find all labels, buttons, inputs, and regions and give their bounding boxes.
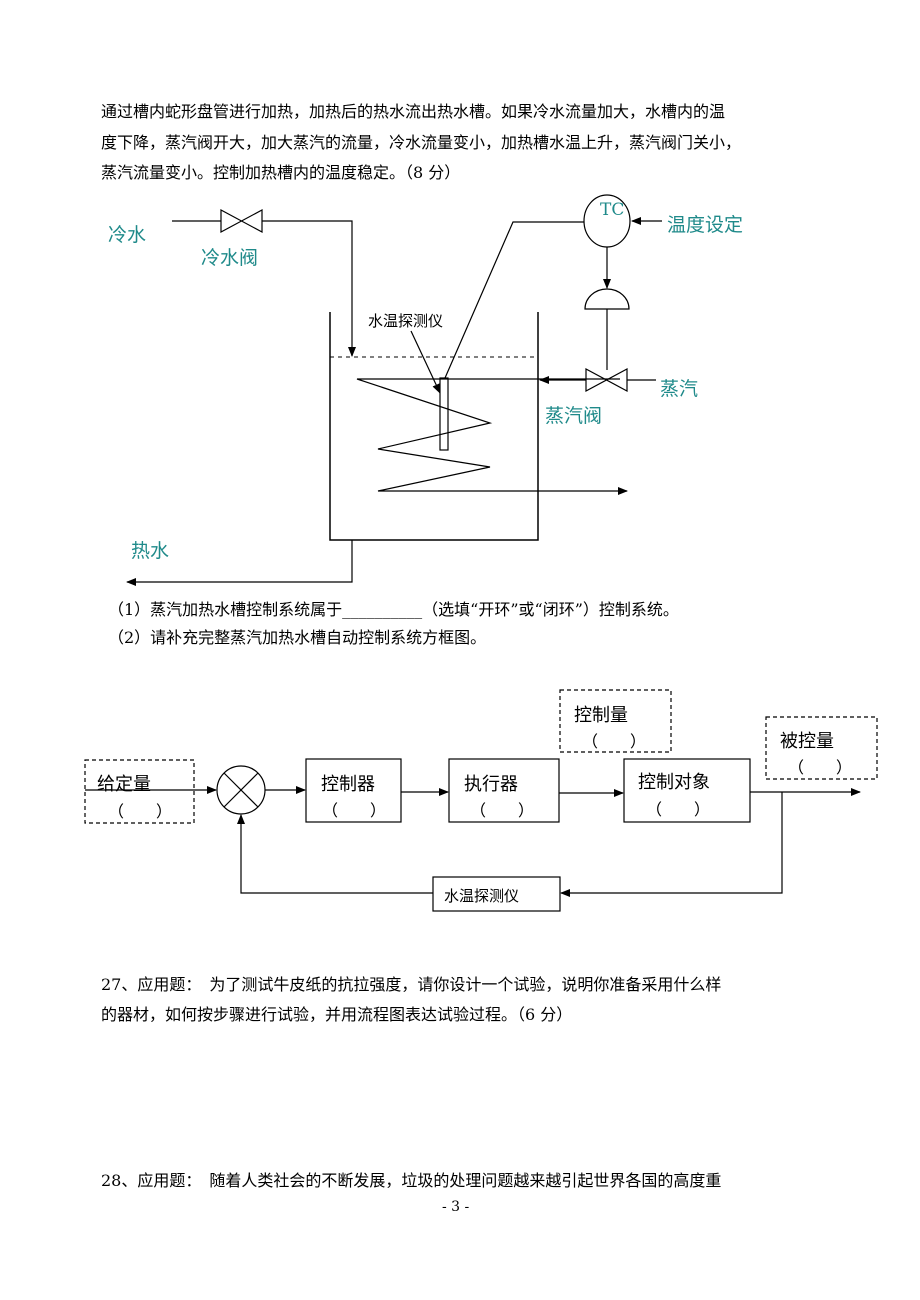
probe-label: 水温探测仪 xyxy=(368,312,444,330)
tc-label: TC xyxy=(600,200,625,220)
intro-line-1: 通过槽内蛇形盘管进行加热，加热后的热水流出热水槽。如果冷水流量加大，水槽内的温 xyxy=(101,102,726,121)
intro-line-2: 度下降，蒸汽阀开大，加大蒸汽的流量，冷水流量变小，加热槽水温上升，蒸汽阀门关小， xyxy=(101,133,742,152)
question-27-line-2: 的器材，如何按步骤进行试验，并用流程图表达试验过程。（6 分） xyxy=(101,1005,573,1024)
tank xyxy=(329,312,539,541)
probe-rod xyxy=(439,377,449,451)
control-quantity-label: 控制量 xyxy=(574,705,628,726)
intro-line-3: 蒸汽流量变小。控制加热槽内的温度稳定。（8 分） xyxy=(101,163,461,182)
cold-water-label: 冷水 xyxy=(108,224,147,246)
question-27-line-1: 27、应用题： 为了测试牛皮纸的抗拉强度，请你设计一个试验，说明你准备采用什么样 xyxy=(101,975,722,994)
control-quantity-blank: （ ） xyxy=(582,732,647,751)
cold-water-valve-icon xyxy=(220,208,263,234)
actuator-label: 执行器 xyxy=(464,774,518,795)
cold-water-valve-label: 冷水阀 xyxy=(201,247,259,269)
given-quantity-blank: （ ） xyxy=(108,802,173,821)
question-28-line-1: 28、应用题： 随着人类社会的不断发展，垃圾的处理问题越来越引起世界各国的高度重 xyxy=(101,1171,722,1190)
actuator-icon xyxy=(584,288,630,310)
controlled-quantity-label: 被控量 xyxy=(780,731,834,752)
controlled-object-label: 控制对象 xyxy=(638,772,710,793)
coil xyxy=(356,378,628,495)
temp-setting-label: 温度设定 xyxy=(667,214,744,236)
page-number: - 3 - xyxy=(442,1199,470,1215)
given-quantity-label: 给定量 xyxy=(97,774,151,795)
steam-valve-icon xyxy=(585,367,628,393)
controller-blank: （ ） xyxy=(322,801,387,820)
question-1: （1）蒸汽加热水槽控制系统属于__________（选填“开环”或“闭环”）控制… xyxy=(108,600,679,619)
steam-valve-label: 蒸汽阀 xyxy=(545,405,603,427)
steam-label: 蒸汽 xyxy=(660,378,699,400)
question-2: （2）请补充完整蒸汽加热水槽自动控制系统方框图。 xyxy=(108,628,487,647)
controlled-object-blank: （ ） xyxy=(646,800,711,819)
sensor-label: 水温探测仪 xyxy=(444,887,520,905)
actuator-blank: （ ） xyxy=(470,801,535,820)
hot-water-label: 热水 xyxy=(131,540,170,562)
controller-label: 控制器 xyxy=(321,774,375,795)
controlled-quantity-blank: （ ） xyxy=(788,758,853,777)
